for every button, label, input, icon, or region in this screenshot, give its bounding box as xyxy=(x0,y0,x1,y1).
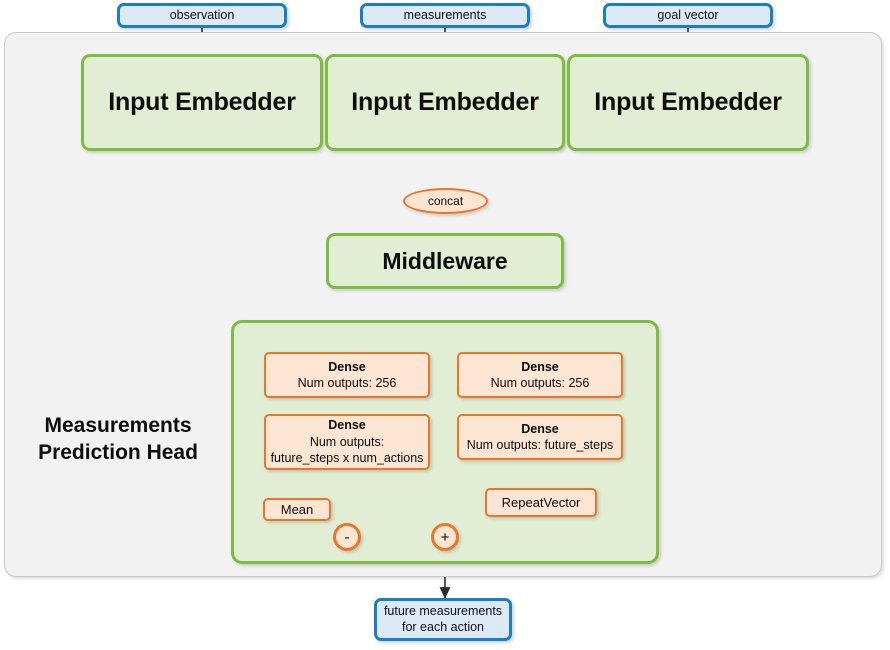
add-op[interactable]: + xyxy=(431,523,459,551)
concat-node[interactable]: concat xyxy=(403,188,488,214)
right-dense-1-line-1: Num outputs: 256 xyxy=(490,376,590,390)
output-box[interactable]: future measurements for each action xyxy=(374,598,512,641)
left-dense-2-title: Dense xyxy=(328,418,366,433)
repeat-vector-node[interactable]: RepeatVector xyxy=(485,488,597,517)
right-dense-2-title: Dense xyxy=(521,421,559,436)
input-embedder-2[interactable]: Input Embedder xyxy=(325,54,565,151)
input-label-observation: observation xyxy=(169,7,235,22)
left-dense-2-line-1: Num outputs: xyxy=(309,434,385,449)
input-embedder-1-label: Input Embedder xyxy=(108,88,296,116)
input-box-goal-vector[interactable]: goal vector xyxy=(603,3,773,28)
left-dense-2[interactable]: Dense Num outputs: future_steps x num_ac… xyxy=(264,414,430,470)
right-dense-2-line-1: Num outputs: future_steps xyxy=(466,438,614,452)
input-label-goal-vector: goal vector xyxy=(657,7,719,22)
mean-label: Mean xyxy=(280,501,314,517)
output-label-line-2: for each action xyxy=(402,619,484,634)
right-dense-1-title: Dense xyxy=(521,359,559,374)
middleware-node[interactable]: Middleware xyxy=(326,233,564,289)
input-embedder-2-label: Input Embedder xyxy=(351,88,539,116)
left-dense-1-title: Dense xyxy=(328,359,366,374)
middleware-label: Middleware xyxy=(382,247,508,274)
right-dense-1[interactable]: Dense Num outputs: 256 xyxy=(457,352,623,398)
left-dense-1-line-1: Num outputs: 256 xyxy=(297,376,397,390)
output-label-line-1: future measurements xyxy=(383,603,503,618)
add-op-label: + xyxy=(440,528,450,546)
input-embedder-1[interactable]: Input Embedder xyxy=(81,54,323,151)
input-box-measurements[interactable]: measurements xyxy=(360,3,530,28)
mean-node[interactable]: Mean xyxy=(263,498,331,521)
head-title-line-2: Prediction Head xyxy=(38,441,198,465)
input-embedder-3-label: Input Embedder xyxy=(594,88,782,116)
head-title-line-1: Measurements xyxy=(44,414,192,437)
head-title: Measurements Prediction Head xyxy=(18,412,218,467)
subtract-op-label: - xyxy=(344,528,350,546)
input-label-measurements: measurements xyxy=(403,7,487,22)
right-dense-2[interactable]: Dense Num outputs: future_steps xyxy=(457,414,623,460)
concat-label: concat xyxy=(427,194,464,208)
repeat-vector-label: RepeatVector xyxy=(501,494,581,510)
input-embedder-3[interactable]: Input Embedder xyxy=(567,54,809,151)
subtract-op[interactable]: - xyxy=(333,523,361,551)
left-dense-2-line-2: future_steps x num_actions xyxy=(270,451,424,466)
input-box-observation[interactable]: observation xyxy=(117,3,287,28)
left-dense-1[interactable]: Dense Num outputs: 256 xyxy=(264,352,430,398)
